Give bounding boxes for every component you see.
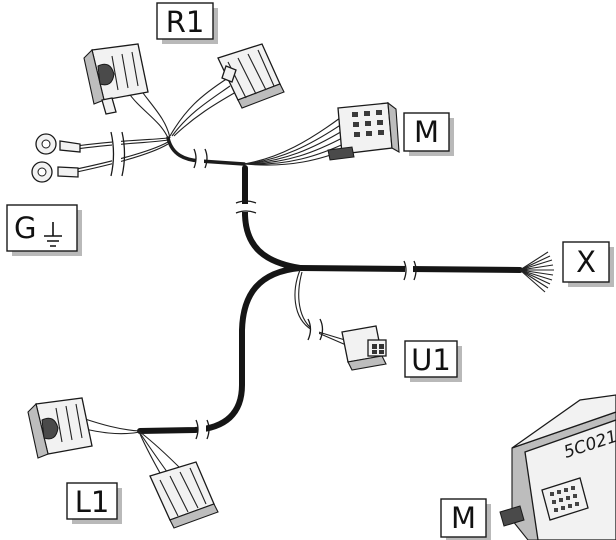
label-l1: L1 — [66, 482, 122, 524]
u1-connector — [341, 325, 387, 371]
control-module: 5C021 — [499, 394, 616, 540]
l1-connector-left — [27, 397, 93, 459]
main-trunk — [137, 136, 523, 434]
label-x: X — [562, 241, 614, 287]
cable-breaks — [193, 148, 417, 440]
label-u1: U1 — [404, 340, 462, 382]
label-l1-text: L1 — [75, 485, 110, 519]
m-top-connector — [327, 101, 400, 161]
l1-connector-right — [149, 461, 219, 529]
label-g-text: G — [14, 211, 36, 245]
u1-wires — [294, 269, 347, 346]
label-g: G — [6, 204, 82, 256]
label-x-text: X — [576, 245, 596, 279]
label-m-top-text: M — [414, 115, 439, 149]
label-m-bottom-text: M — [451, 501, 476, 535]
r1-connector-right — [217, 43, 285, 109]
label-r1-text: R1 — [166, 5, 205, 39]
label-r1: R1 — [156, 2, 218, 44]
ground-symbol-icon — [44, 222, 62, 247]
x-wire-fan — [519, 251, 554, 293]
m-top-wires — [243, 117, 351, 166]
ground-ring-terminals — [31, 131, 169, 183]
r1-connector-left — [83, 43, 149, 115]
label-m-bottom: M — [440, 498, 491, 540]
label-m-top: M — [403, 112, 454, 156]
label-u1-text: U1 — [411, 343, 451, 377]
